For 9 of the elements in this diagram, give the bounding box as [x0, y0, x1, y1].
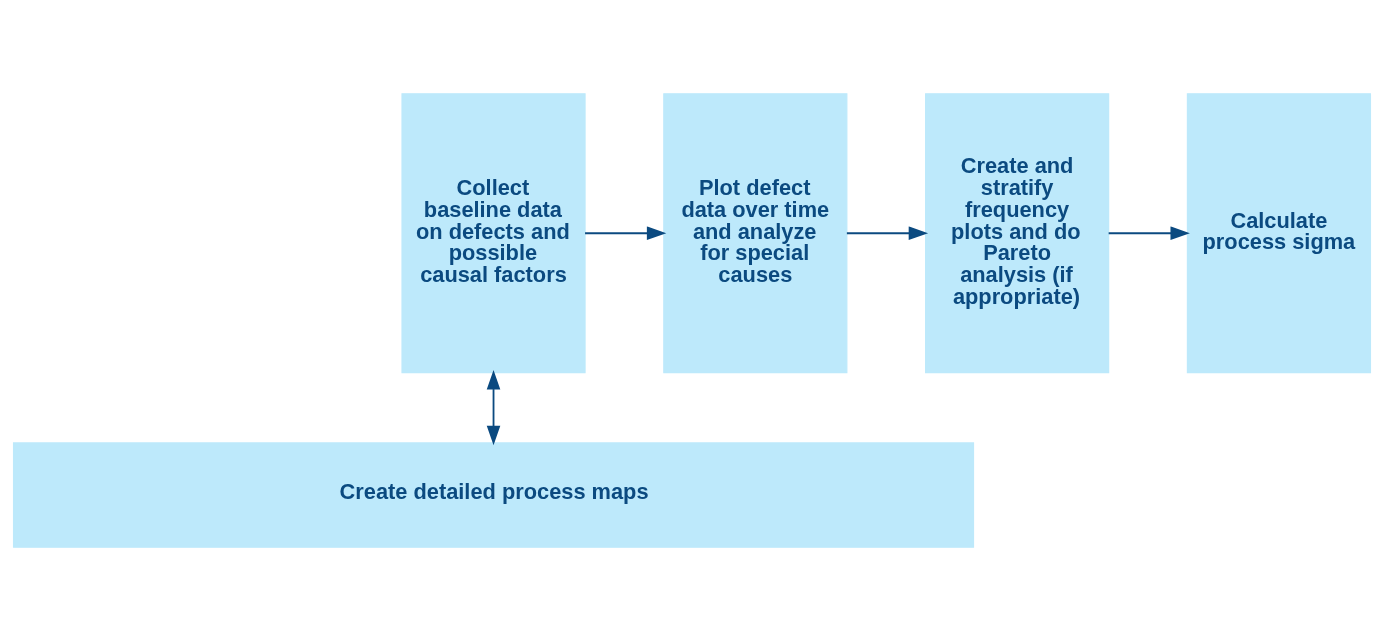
arrow [486, 370, 501, 446]
node-box: Calculate process sigma [1186, 93, 1372, 374]
node-box: Create and stratify frequency plots and do Pareto analysis (if appropriate) [925, 93, 1110, 374]
node-box: Collect baseline data on defects and possible causal factors [401, 93, 586, 374]
arrow [845, 226, 929, 241]
arrow [584, 226, 667, 241]
node-box: Plot defect data over time and analyze for special causes [663, 93, 848, 374]
arrow [1107, 226, 1190, 241]
node-box: Create detailed process maps [12, 442, 975, 548]
